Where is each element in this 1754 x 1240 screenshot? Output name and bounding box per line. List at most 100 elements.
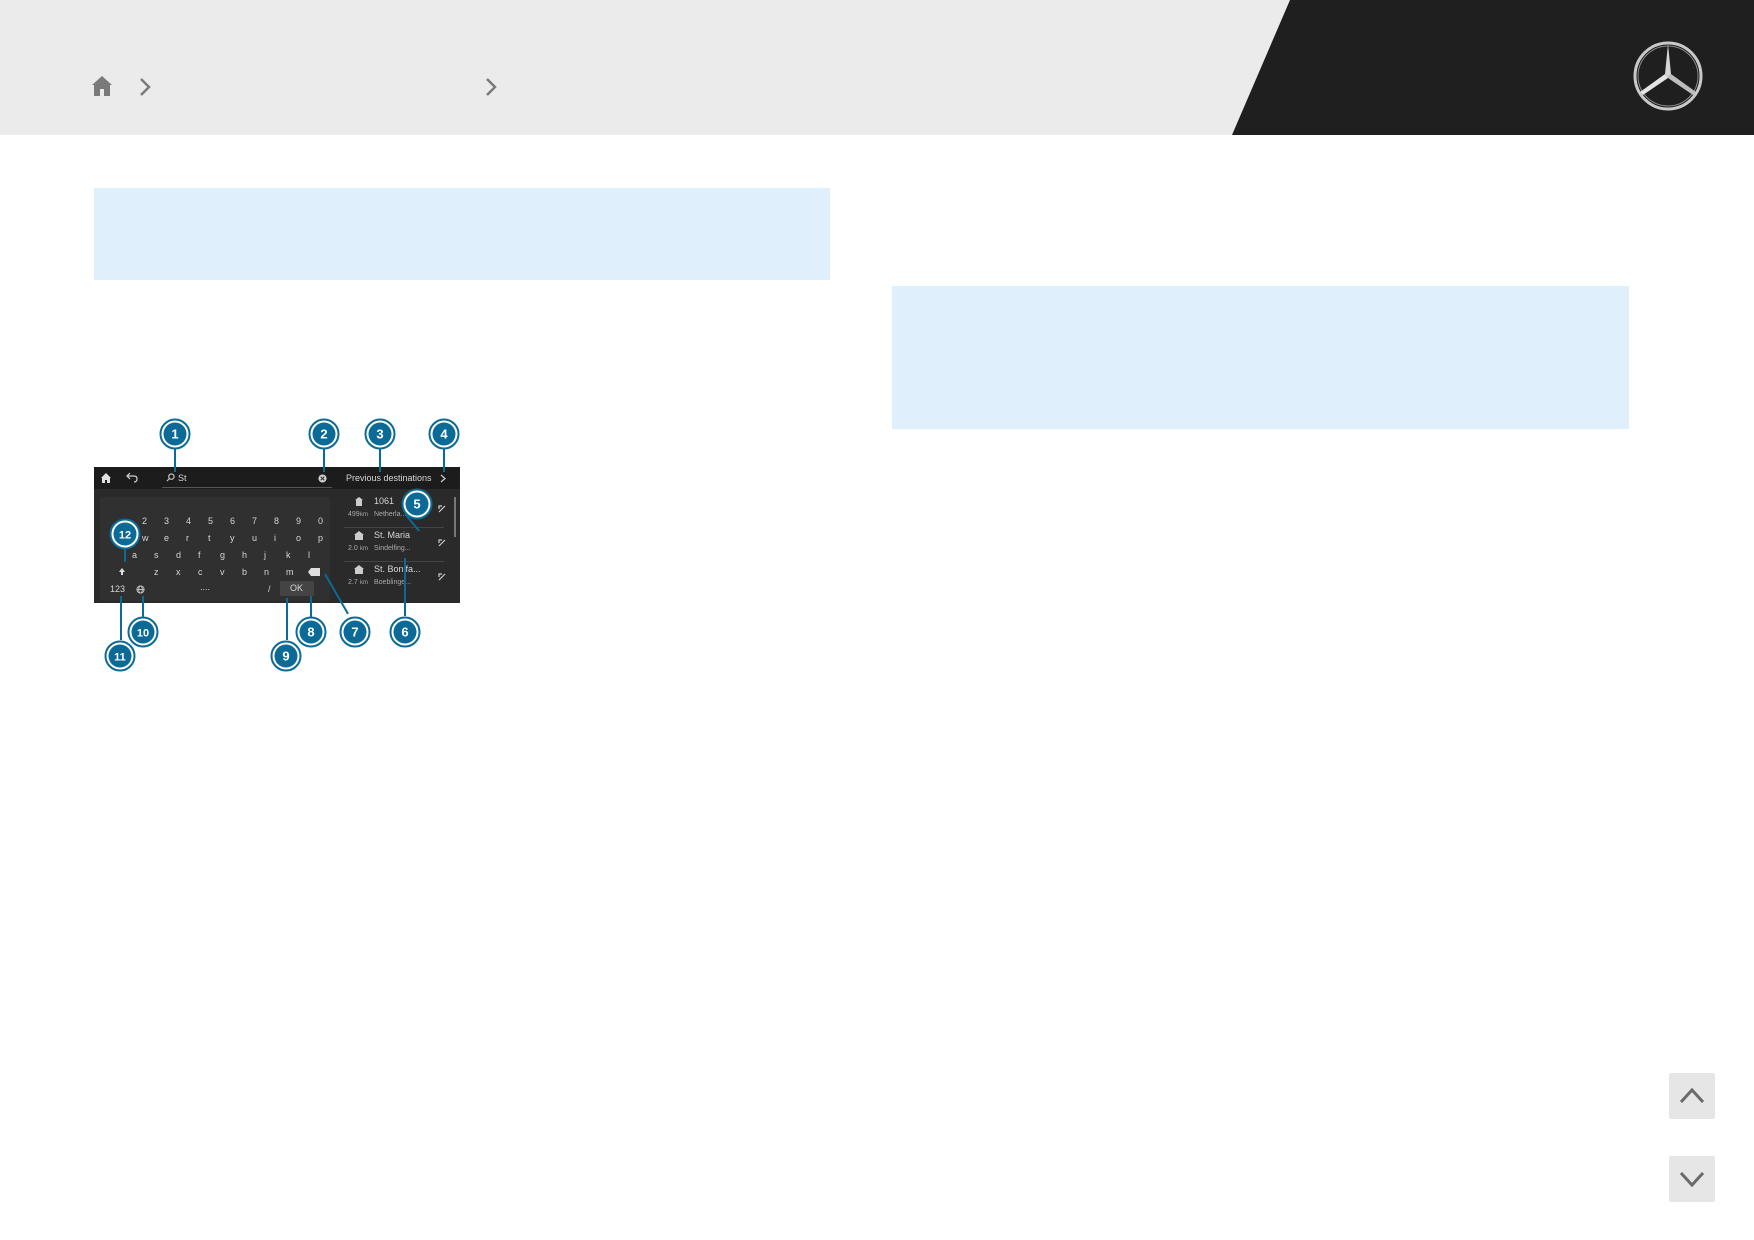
key: 9 (296, 516, 302, 526)
leader-line (310, 596, 312, 618)
key: i (274, 533, 276, 543)
leader-line (323, 448, 325, 472)
key: d (176, 550, 182, 560)
callout-10: 10 (127, 616, 159, 648)
key: 2 (142, 516, 148, 526)
divider (344, 561, 444, 562)
backspace-icon (308, 568, 320, 576)
key: o (296, 533, 302, 543)
callout-12: 12 (109, 518, 141, 550)
callout-4: 4 (428, 418, 460, 450)
key: u (252, 533, 258, 543)
leader-line (120, 596, 122, 640)
key: x (176, 567, 181, 577)
svg-text:2: 2 (320, 427, 327, 442)
navigate-arrow-icon (438, 539, 446, 547)
key: 5 (208, 516, 214, 526)
panel-title: Previous destinations (346, 473, 432, 483)
key: 6 (230, 516, 236, 526)
leader-line (286, 598, 288, 640)
key: b (242, 567, 248, 577)
key: z (154, 567, 159, 577)
key: t (208, 533, 211, 543)
destination-item: St. Maria 2.0 km Sindelfing... (348, 530, 411, 553)
key: n (264, 567, 270, 577)
display-screen: St Previous destinations 2 3 4 5 6 7 8 9… (94, 467, 460, 603)
info-box (892, 286, 1629, 429)
back-icon (126, 472, 138, 483)
callout-2: 2 (308, 418, 340, 450)
destination-item: St. Bonifa... 2.7 km Boeblinge... (348, 564, 421, 587)
key: a (132, 550, 138, 560)
svg-text:10: 10 (137, 628, 149, 640)
scroll-up-button[interactable] (1669, 1073, 1715, 1119)
svg-text:8: 8 (307, 625, 314, 640)
key: s (154, 550, 159, 560)
key: j (264, 550, 266, 560)
search-field: St (162, 469, 332, 488)
leader-line (174, 448, 176, 472)
screen-top-bar (94, 467, 460, 489)
callout-6: 6 (389, 616, 421, 648)
chevron-right-icon (140, 78, 151, 96)
leader-line (142, 596, 144, 618)
leader-line (443, 448, 445, 472)
key: v (220, 567, 225, 577)
navigate-arrow-icon (438, 573, 446, 581)
svg-text:3: 3 (376, 427, 383, 442)
callout-8: 8 (295, 616, 327, 648)
key: 8 (274, 516, 280, 526)
clear-icon (318, 474, 327, 483)
globe-icon (136, 585, 145, 594)
key: p (318, 533, 324, 543)
home-icon[interactable] (90, 74, 114, 98)
key: 3 (164, 516, 170, 526)
key: e (164, 533, 170, 543)
scrollbar (454, 497, 456, 537)
address-icon (355, 497, 363, 506)
svg-text:6: 6 (401, 625, 408, 640)
space-key: .... (200, 582, 211, 592)
navigate-arrow-icon (438, 505, 446, 513)
key: r (186, 533, 189, 543)
mercedes-star-logo (1633, 41, 1703, 111)
church-icon (354, 565, 364, 574)
key: k (286, 550, 291, 560)
callout-3: 3 (364, 418, 396, 450)
key: 7 (252, 516, 258, 526)
svg-text:1: 1 (171, 427, 178, 442)
callout-9: 9 (270, 640, 302, 672)
key: l (308, 550, 310, 560)
callout-1: 1 (159, 418, 191, 450)
key-123: 123 (110, 584, 126, 594)
chevron-down-icon (1679, 1171, 1705, 1188)
key: y (230, 533, 235, 543)
info-box (94, 188, 830, 280)
keyboard-figure: St Previous destinations 2 3 4 5 6 7 8 9… (90, 418, 470, 676)
callout-11: 11 (104, 640, 136, 672)
divider (344, 527, 444, 528)
search-icon (166, 473, 175, 482)
svg-text:12: 12 (119, 530, 131, 542)
key: f (198, 550, 201, 560)
svg-text:4: 4 (440, 427, 448, 442)
key: h (242, 550, 248, 560)
callout-7: 7 (339, 616, 371, 648)
leader-line (379, 448, 381, 472)
key: w (142, 533, 149, 543)
keyboard: 2 3 4 5 6 7 8 9 0 w e r t y u i o p a s … (100, 497, 330, 601)
special-char-key: / (268, 584, 271, 594)
svg-text:7: 7 (351, 625, 358, 640)
home-icon (101, 473, 111, 483)
chevron-right-icon (440, 474, 446, 483)
ok-key: OK (280, 581, 314, 596)
svg-text:5: 5 (413, 497, 420, 512)
key: c (198, 567, 203, 577)
key: 0 (318, 516, 324, 526)
key: m (286, 567, 294, 577)
key: g (220, 550, 226, 560)
svg-text:9: 9 (282, 649, 289, 664)
scroll-down-button[interactable] (1669, 1156, 1715, 1202)
search-text: St (178, 473, 187, 483)
church-icon (354, 531, 364, 540)
